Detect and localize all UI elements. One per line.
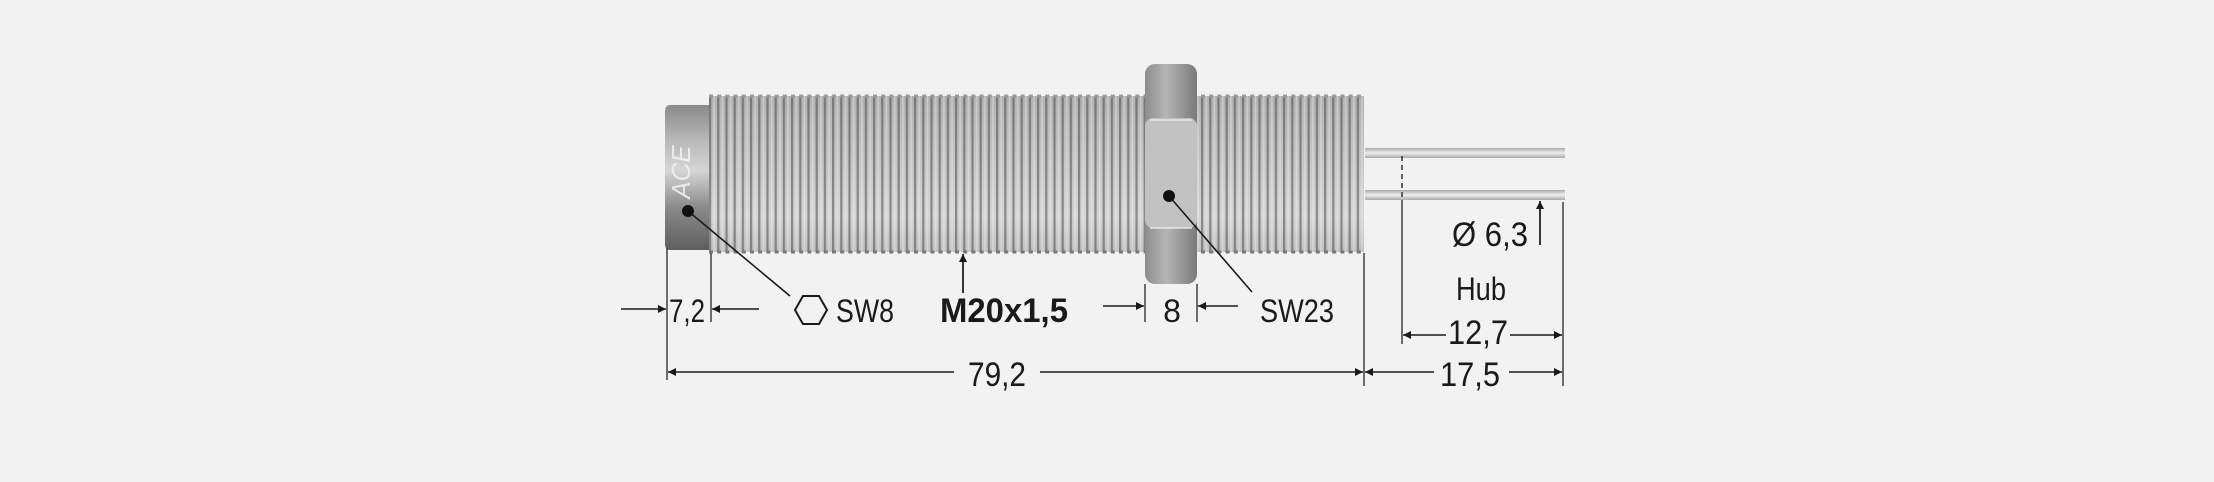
stroke-value-label: 12,7 (1448, 314, 1508, 352)
leader-lines (687, 195, 1253, 297)
stroke-label: Hub (1456, 271, 1506, 307)
ace-logo: ACE (666, 145, 696, 201)
rod-extension-label: 17,5 (1440, 356, 1500, 394)
piston-rod (1365, 148, 1565, 200)
rod-diameter-label: Ø 6,3 (1452, 216, 1528, 254)
end-cap: ACE (665, 105, 710, 250)
hex-wrench-icon (793, 295, 829, 325)
cap-wrench-label: SW8 (836, 293, 894, 329)
body-length-label: 79,2 (968, 356, 1026, 394)
threaded-body (709, 94, 1364, 254)
nut-wrench-label: SW23 (1260, 293, 1334, 329)
cap-callout-dot (682, 205, 694, 217)
thread-spec-label: M20x1,5 (940, 292, 1068, 330)
nut-width-label: 8 (1163, 293, 1181, 329)
nut-callout-dot (1163, 190, 1175, 202)
lock-nut (1145, 64, 1197, 284)
cap-length-label: 7,2 (669, 293, 705, 329)
dimension-arrows (621, 201, 1562, 376)
